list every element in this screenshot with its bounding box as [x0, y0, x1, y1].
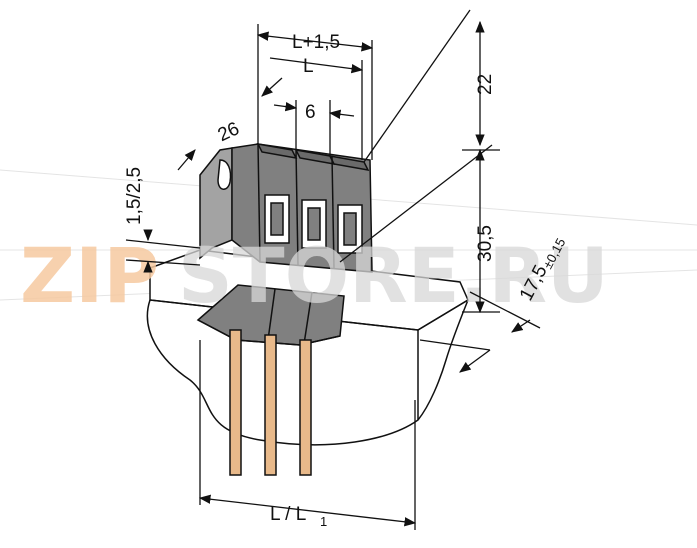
- dim-bottom-label: L / L: [270, 504, 306, 525]
- dim-26-label: 26: [215, 118, 243, 146]
- pin-2: [264, 334, 277, 476]
- watermark: ZIP STORE.RU: [20, 231, 609, 320]
- dim-30-5-label: 30,5: [475, 225, 496, 262]
- terminal-housing: [199, 143, 373, 273]
- dim-6-label: 6: [305, 102, 316, 123]
- pin-3: [299, 339, 312, 476]
- watermark-part-2: STORE.RU: [178, 231, 609, 320]
- dimension-labels: L+1,5 L 6 26 22 30,5 1,5/2,5 17,5 ±0,15 …: [124, 32, 568, 529]
- pin-1: [229, 329, 242, 476]
- watermark-part-1: ZIP: [20, 231, 159, 320]
- dim-17-5-group: 17,5 ±0,15: [516, 236, 568, 305]
- dimension-lines: [125, 9, 541, 530]
- solder-pins: [229, 329, 312, 476]
- dim-l-plus-label: L+1,5: [292, 32, 340, 53]
- dim-1-5-2-5-label: 1,5/2,5: [124, 167, 145, 225]
- dim-bottom-subscript: 1: [320, 514, 327, 529]
- dim-22-label: 22: [475, 74, 496, 95]
- dim-l-label: L: [303, 56, 314, 77]
